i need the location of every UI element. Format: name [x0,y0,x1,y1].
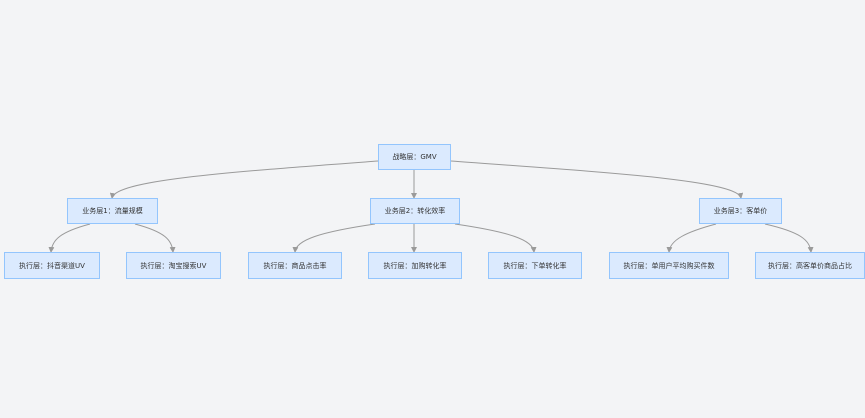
edge-root-business-1 [109,160,379,199]
node-business-conversion-efficiency[interactable]: 业务层2：转化效率 [370,198,460,224]
node-exec-product-ctr[interactable]: 执行层：商品点击率 [248,252,342,279]
node-exec-add-to-cart-rate[interactable]: 执行层：加购转化率 [368,252,462,279]
node-business-average-order-value[interactable]: 业务层3：客单价 [699,198,782,224]
node-exec-items-per-user[interactable]: 执行层：单用户平均购买件数 [609,252,729,279]
edge-root-business-3 [450,160,744,199]
edge-business-2-exec-5 [454,223,537,253]
edge-business-1-exec-2 [134,223,176,253]
node-strategy-gmv[interactable]: 战略层：GMV [378,144,451,170]
edge-business-1-exec-1 [48,223,91,253]
node-exec-douyin-uv[interactable]: 执行层：抖音渠道UV [4,252,100,279]
edge-business-3-exec-7 [764,223,814,253]
edge-business-2-exec-3 [292,223,376,253]
node-exec-high-price-share[interactable]: 执行层：高客单价商品占比 [755,252,865,279]
node-exec-order-conversion-rate[interactable]: 执行层：下单转化率 [488,252,582,279]
node-exec-taobao-search-uv[interactable]: 执行层：淘宝搜索UV [126,252,221,279]
node-business-traffic-scale[interactable]: 业务层1：流量规模 [67,198,158,224]
edge-business-3-exec-6 [666,223,717,253]
